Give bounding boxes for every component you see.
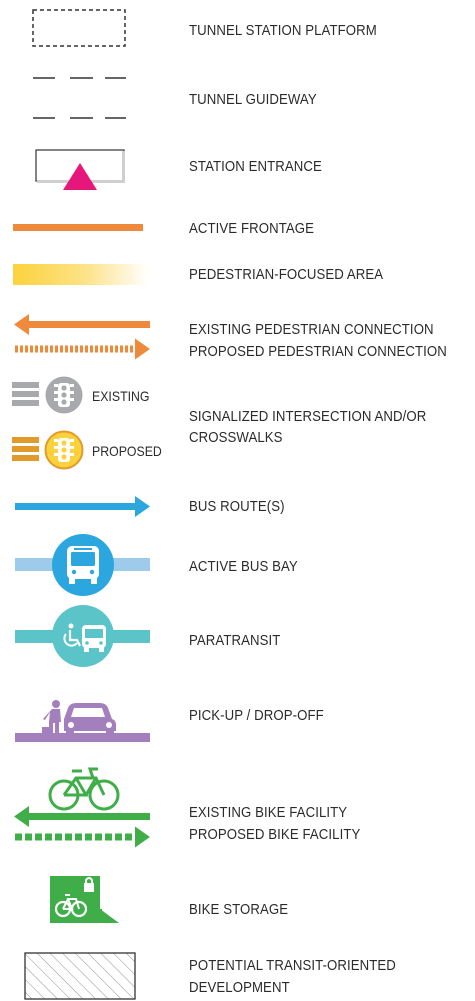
proposed-bike-facility-icon [15,826,150,848]
label-bus-routes: BUS ROUTE(S) [189,498,285,515]
proposed-signal-icon [12,430,84,470]
pick-up-drop-off-icon [15,700,150,742]
label-proposed-pedestrian-connection: PROPOSED PEDESTRIAN CONNECTION [189,343,447,360]
station-entrance-icon [35,149,125,190]
label-signal-proposed: PROPOSED [92,443,162,459]
existing-pedestrian-connection-icon [14,314,150,335]
label-crosswalks: CROSSWALKS [189,429,283,446]
label-bike-storage: BIKE STORAGE [189,901,289,918]
label-proposed-bike-facility: PROPOSED BIKE FACILITY [189,826,361,843]
pedestrian-focused-area-icon [13,264,148,285]
active-frontage-icon [13,224,143,231]
label-signal-existing: EXISTING [92,388,150,404]
existing-bike-facility-icon [14,806,150,827]
label-active-frontage: ACTIVE FRONTAGE [189,220,315,237]
label-signalized-intersection: SIGNALIZED INTERSECTION AND/OR [189,408,427,425]
tunnel-station-platform-icon [32,9,126,47]
bike-storage-icon [50,876,119,923]
label-pedestrian-focused-area: PEDESTRIAN-FOCUSED AREA [189,266,384,283]
existing-signal-icon [12,376,83,414]
label-existing-pedestrian-connection: EXISTING PEDESTRIAN CONNECTION [189,321,434,338]
label-station-entrance: STATION ENTRANCE [189,158,322,175]
bus-route-icon [15,496,150,517]
paratransit-icon [15,605,150,667]
label-pick-up-drop-off: PICK-UP / DROP-OFF [189,707,324,724]
active-bus-bay-icon [15,534,150,596]
label-paratransit: PARATRANSIT [189,632,281,649]
proposed-pedestrian-connection-icon [15,338,150,360]
tunnel-guideway-icon [33,77,126,119]
label-tunnel-station-platform: TUNNEL STATION PLATFORM [189,22,377,39]
label-tunnel-guideway: TUNNEL GUIDEWAY [189,91,317,108]
label-potential-tod: POTENTIAL TRANSIT-ORIENTED [189,957,396,974]
label-existing-bike-facility: EXISTING BIKE FACILITY [189,804,348,821]
bicycle-icon [48,767,120,811]
label-active-bus-bay: ACTIVE BUS BAY [189,558,298,575]
potential-tod-icon [24,952,136,1000]
label-development: DEVELOPMENT [189,979,290,996]
